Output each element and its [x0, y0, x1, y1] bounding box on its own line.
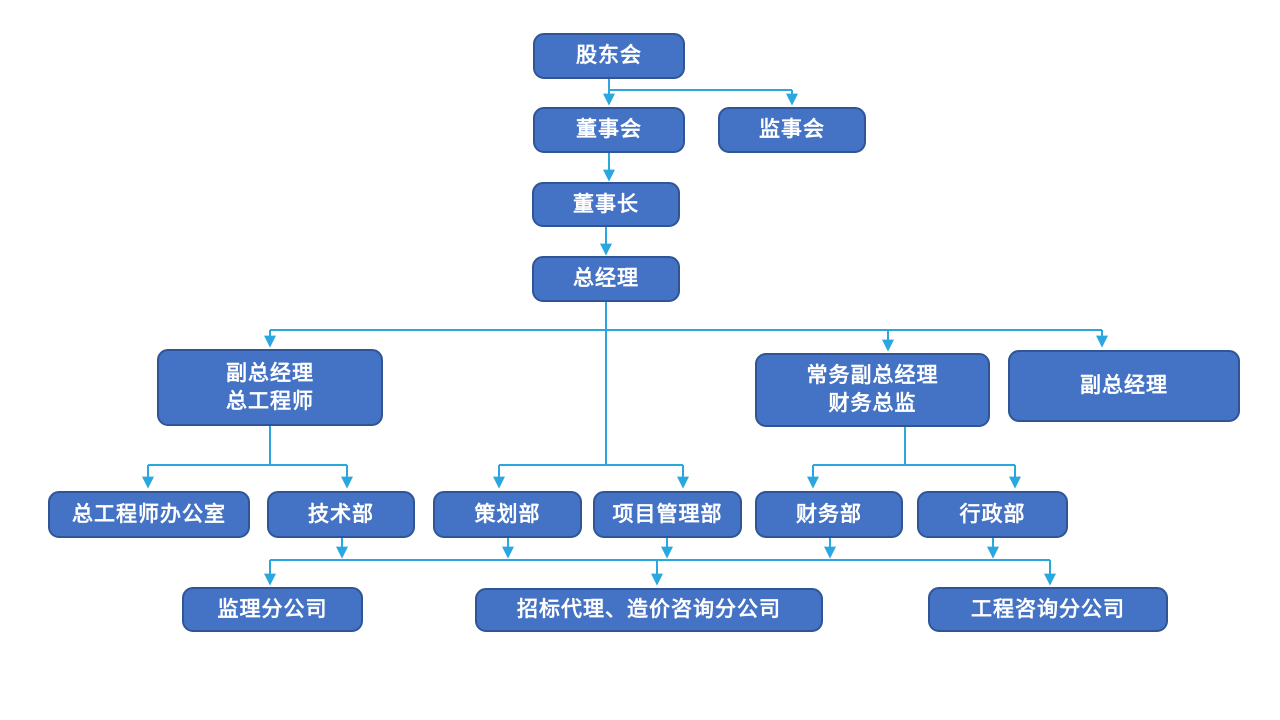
node-label-line2: 财务总监 — [828, 392, 917, 415]
node-supervisory-board: 监事会 — [718, 107, 866, 153]
node-label-line2: 总工程师 — [226, 389, 314, 413]
node-project-management-dept: 项目管理部 — [593, 491, 742, 538]
node-chief-engineer-office: 总工程师办公室 — [48, 491, 250, 538]
node-planning-dept: 策划部 — [433, 491, 582, 538]
node-label: 总经理 — [573, 267, 639, 290]
node-label: 监事会 — [759, 118, 825, 141]
node-label: 董事长 — [573, 192, 639, 216]
node-administration-dept: 行政部 — [917, 491, 1068, 538]
node-label-line1: 常务副总经理 — [806, 364, 939, 387]
node-label: 工程咨询分公司 — [971, 597, 1125, 621]
node-label: 监理分公司 — [217, 597, 328, 621]
node-label: 行政部 — [959, 502, 1026, 526]
node-exec-deputy-gm-cfo: 常务副总经理 财务总监 — [755, 353, 990, 427]
node-supervision-branch: 监理分公司 — [182, 587, 363, 632]
node-label: 股东会 — [576, 44, 642, 67]
node-shareholders-meeting: 股东会 — [533, 33, 685, 79]
node-label: 财务部 — [796, 502, 862, 526]
node-label: 技术部 — [308, 502, 374, 526]
node-chairman: 董事长 — [532, 182, 680, 227]
node-general-manager: 总经理 — [532, 256, 680, 302]
node-deputy-gm-chief-engineer: 副总经理 总工程师 — [157, 349, 383, 426]
node-bidding-agency-cost-consulting-branch: 招标代理、造价咨询分公司 — [475, 588, 823, 632]
node-label: 总工程师办公室 — [72, 502, 226, 526]
node-finance-dept: 财务部 — [755, 491, 903, 538]
node-label: 策划部 — [474, 502, 541, 526]
node-technology-dept: 技术部 — [267, 491, 415, 538]
node-label-line1: 副总经理 — [226, 361, 314, 385]
node-deputy-gm: 副总经理 — [1008, 350, 1240, 422]
node-label: 项目管理部 — [612, 502, 723, 526]
node-label: 招标代理、造价咨询分公司 — [517, 598, 781, 621]
node-board-of-directors: 董事会 — [533, 107, 685, 153]
node-engineering-consulting-branch: 工程咨询分公司 — [928, 587, 1168, 632]
node-label: 董事会 — [576, 118, 642, 141]
node-label: 副总经理 — [1080, 374, 1168, 397]
